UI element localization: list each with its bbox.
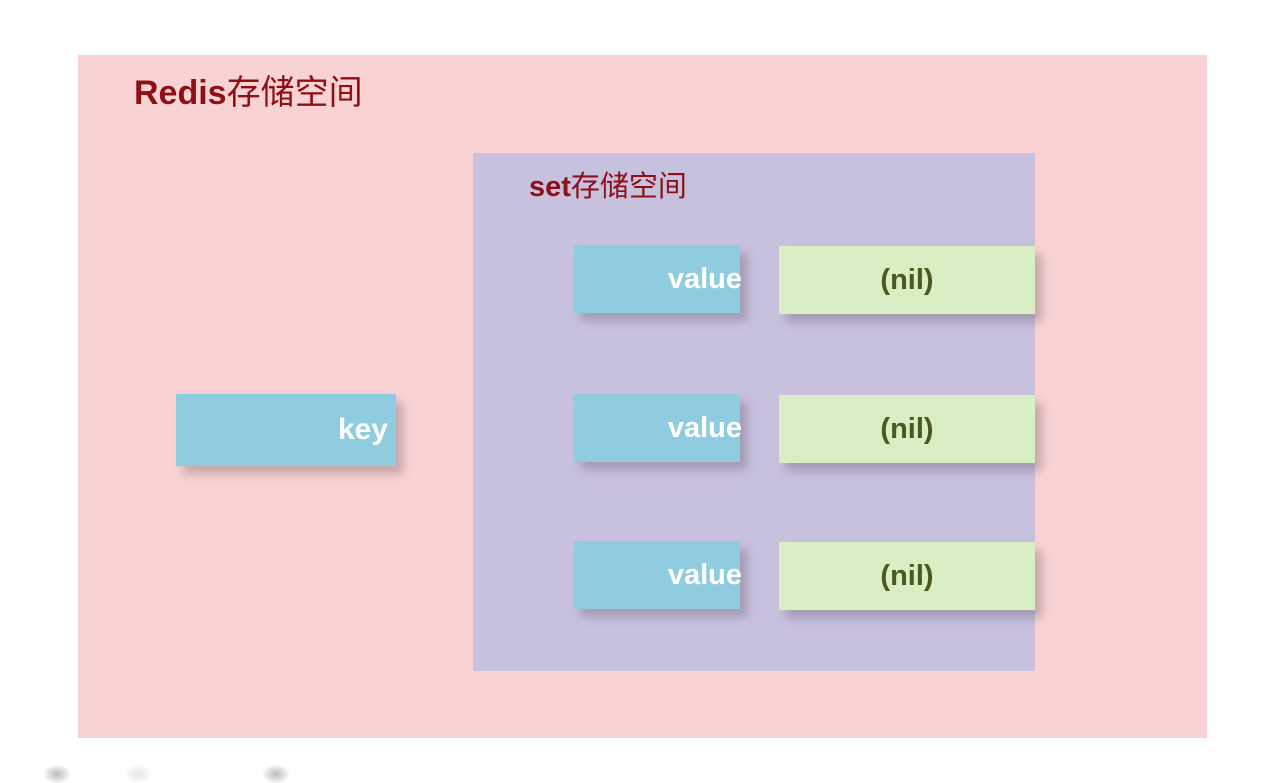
- set-storage-space-title: set存储空间: [529, 170, 687, 205]
- cutoff-shape-icon: [263, 765, 289, 783]
- redis-storage-space-container: Redis存储空间 key set存储空间 value (nil) value …: [78, 55, 1207, 738]
- nil-block: (nil): [779, 542, 1035, 610]
- value-block-label: value: [667, 262, 742, 295]
- set-storage-space-container: set存储空间 value (nil) value (nil) value (n…: [473, 153, 1035, 671]
- cutoff-shape-icon: [44, 765, 70, 783]
- nil-block-label: (nil): [880, 263, 934, 296]
- set-title-cjk: 存储空间: [570, 171, 687, 203]
- redis-title-latin: Redis: [134, 74, 227, 112]
- value-block-label: value: [667, 558, 742, 591]
- value-block: value: [574, 541, 742, 609]
- nil-block: (nil): [779, 246, 1035, 314]
- nil-block-label: (nil): [880, 412, 934, 445]
- nil-block: (nil): [779, 395, 1035, 463]
- value-block: value: [574, 245, 742, 313]
- value-block-label: value: [667, 411, 742, 444]
- redis-title-cjk: 存储空间: [226, 75, 363, 112]
- bottom-cutoff-artifacts: [0, 758, 1280, 783]
- nil-block-label: (nil): [880, 559, 934, 592]
- value-block: value: [574, 394, 742, 462]
- redis-storage-space-title: Redis存储空间: [134, 73, 363, 115]
- key-block-label: key: [337, 413, 388, 446]
- key-block: key: [176, 394, 396, 466]
- set-title-latin: set: [529, 171, 571, 203]
- cutoff-shape-icon: [125, 765, 151, 783]
